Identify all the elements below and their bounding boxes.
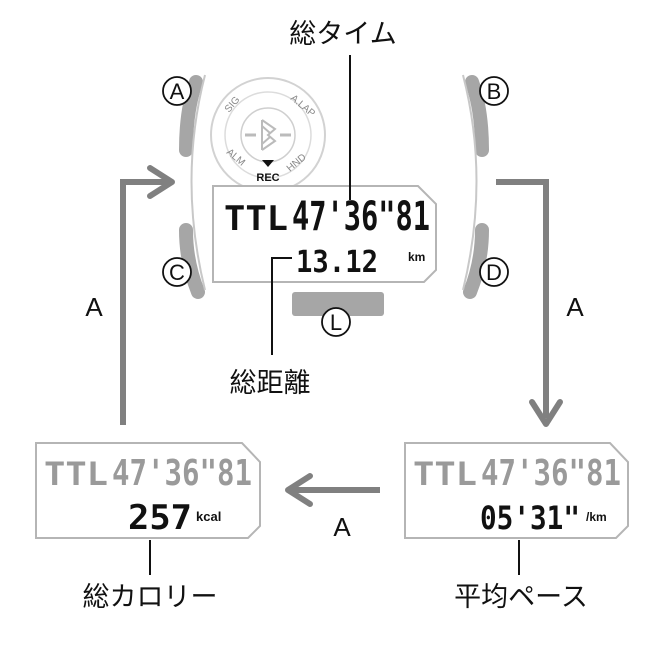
pace-lcd-time: 47'36"81 (481, 453, 621, 494)
bezel-alm: ALM (224, 147, 247, 169)
label-total-calories: 総カロリー (83, 582, 218, 613)
rec-pointer-icon (262, 160, 274, 167)
calories-lcd-panel: TTL 47'36"81 257 kcal (35, 442, 261, 539)
pace-lcd-unit: /km (586, 510, 607, 524)
button-a-label: A (170, 79, 185, 104)
calories-lcd (35, 442, 261, 539)
button-c-label: C (169, 260, 185, 285)
bezel-rec: REC (256, 172, 279, 184)
button-d-badge (479, 257, 509, 287)
pace-lcd (404, 442, 629, 539)
arrow-head-left-icon (285, 473, 313, 507)
arrow-to-pace (496, 179, 549, 418)
calories-lcd-time: 47'36"81 (112, 453, 252, 494)
button-b-shape[interactable] (465, 75, 489, 157)
button-l-label: L (330, 310, 342, 335)
arrow-to-main (120, 179, 168, 425)
main-lcd-distance: 13.12 (296, 245, 378, 280)
light-button-shape[interactable] (292, 292, 384, 316)
arrow-label-right: A (566, 292, 584, 322)
main-lcd (212, 185, 437, 283)
button-c-badge (162, 257, 192, 287)
button-b-badge (479, 76, 509, 106)
main-lcd-prefix: TTL (224, 199, 288, 239)
label-average-pace: 平均ペース (454, 582, 588, 613)
bezel-hnd: HND (285, 152, 309, 174)
flow-arrows (120, 165, 563, 507)
arrow-head-down-icon (529, 399, 563, 427)
pace-lcd-panel: TTL 47'36"81 05'31" /km (404, 442, 629, 539)
label-total-time: 総タイム (289, 19, 396, 50)
arrow-head-right-icon (147, 165, 175, 199)
button-b-label: B (487, 79, 502, 104)
calories-lcd-prefix: TTL (44, 455, 108, 493)
button-d-shape[interactable] (463, 223, 489, 299)
button-a-badge (162, 76, 192, 106)
calories-lcd-unit: kcal (196, 509, 221, 524)
button-c-shape[interactable] (179, 223, 205, 299)
pace-lcd-value: 05'31" (480, 499, 580, 537)
main-lcd-unit: km (408, 250, 425, 264)
main-lcd-time: 47'36"81 (292, 194, 430, 240)
leader-total-distance (271, 257, 292, 355)
bezel-alap: A.LAP (288, 93, 317, 120)
calories-lcd-value: 257 (128, 498, 192, 538)
label-total-distance: 総距離 (230, 368, 311, 399)
button-labels: A B C D L (162, 76, 509, 337)
arrow-label-bottom: A (333, 512, 351, 542)
bluetooth-icon (261, 119, 277, 151)
button-a-shape[interactable] (179, 75, 203, 157)
arrow-label-left: A (85, 292, 103, 322)
pace-lcd-prefix: TTL (413, 455, 477, 493)
watch-illustration: SIG A.LAP ALM HND REC TTL 47'36"81 13.12… (179, 74, 489, 316)
button-l-badge (321, 307, 351, 337)
button-d-label: D (486, 260, 502, 285)
